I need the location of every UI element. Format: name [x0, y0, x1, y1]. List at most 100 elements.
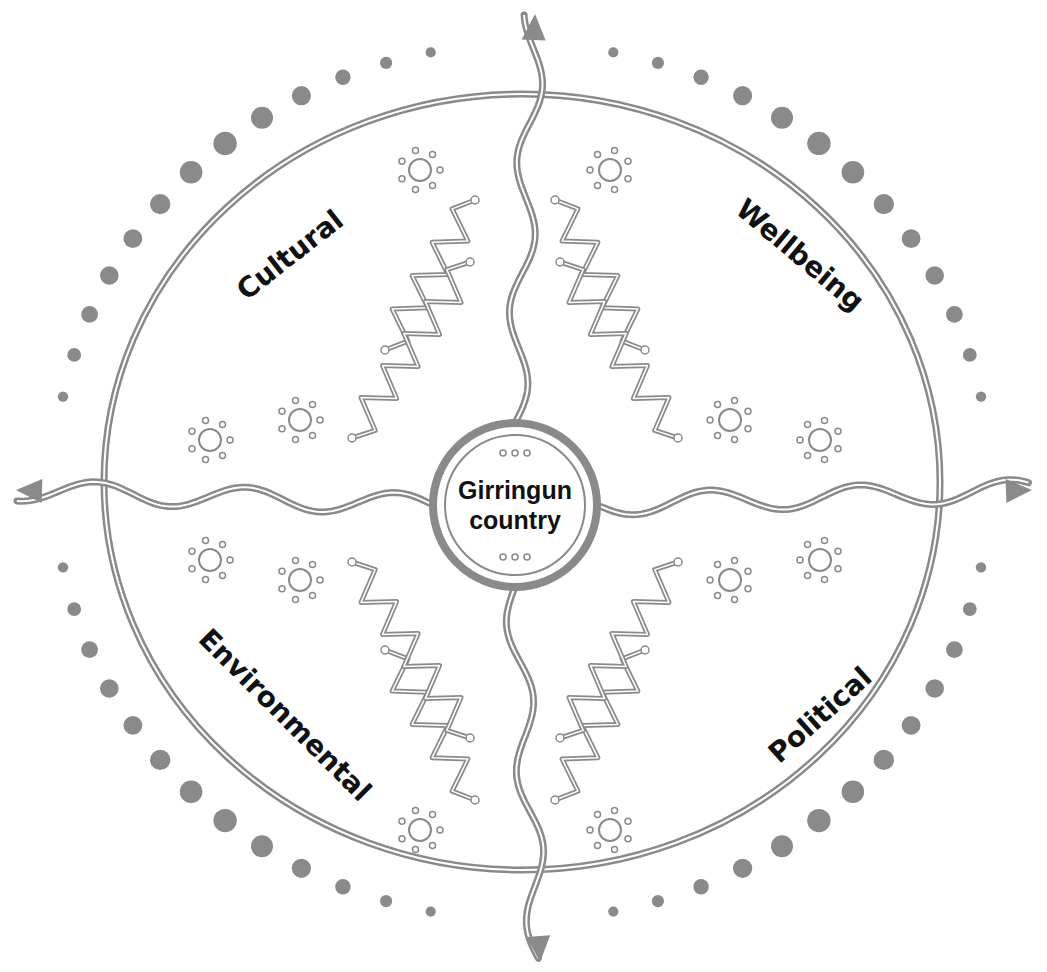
sun-dot: [279, 586, 285, 592]
zigzag-end: [674, 434, 682, 442]
ring-dot: [213, 809, 236, 832]
sun-symbol: [409, 159, 431, 181]
zigzag-line-inner: [385, 650, 475, 800]
ring-dot: [335, 70, 350, 85]
sun-dot: [805, 421, 811, 427]
small-dot: [512, 450, 518, 456]
sun-dot: [822, 538, 828, 544]
ring-dot: [652, 895, 664, 907]
ring-dot: [380, 57, 392, 69]
zigzag-end: [641, 346, 649, 354]
sun-dot: [625, 818, 631, 824]
ring-dot: [213, 132, 236, 155]
ring-dot: [976, 562, 986, 572]
zigzag-end: [551, 196, 559, 204]
ring-dot: [123, 716, 142, 735]
ring-dot: [925, 266, 944, 285]
sun-dot: [612, 847, 618, 853]
quadrant-label: Environmental: [192, 622, 378, 808]
arrow-head: [522, 14, 546, 41]
sun-dot: [189, 446, 195, 452]
zigzag-line: [352, 262, 470, 438]
zigzag-line: [385, 650, 475, 800]
ring-dot: [251, 835, 273, 857]
sun-dot: [220, 541, 226, 547]
sun-dot: [430, 843, 436, 849]
zigzag-line-inner: [555, 200, 645, 350]
sun-dot: [595, 843, 601, 849]
ring-dot: [842, 161, 865, 184]
sun-dot: [310, 561, 316, 567]
sun-dot: [310, 593, 316, 599]
ring-dot: [292, 86, 311, 105]
zigzag-end: [348, 558, 356, 566]
sun-dot: [835, 548, 841, 554]
zigzag-end: [466, 734, 474, 742]
zigzag-line: [560, 262, 678, 438]
arrow-line: [510, 15, 543, 423]
ring-dot: [963, 348, 977, 362]
ring-dot: [902, 229, 921, 248]
sun-dot: [203, 418, 209, 424]
arrow-line: [17, 482, 433, 512]
sun-dot: [625, 836, 631, 842]
ring-dot: [180, 780, 203, 803]
sun-dot: [437, 167, 443, 173]
zigzag-end: [556, 258, 564, 266]
ring-dot: [67, 348, 81, 362]
quadrant-pattern: [189, 148, 479, 463]
sun-dot: [203, 538, 209, 544]
circle-outline: [428, 418, 602, 592]
sun-symbol: [199, 549, 221, 571]
sun-dot: [625, 158, 631, 164]
wavy-arrow: [16, 479, 433, 512]
sun-dot: [715, 593, 721, 599]
zigzag-line: [560, 562, 678, 738]
ring-dot: [771, 107, 793, 129]
sun-dot: [437, 827, 443, 833]
sun-symbol: [719, 409, 741, 431]
sun-dot: [189, 566, 195, 572]
sun-symbol: [289, 409, 311, 431]
ring-dot: [100, 679, 119, 698]
ring-dot: [123, 229, 142, 248]
ring-dot: [380, 895, 392, 907]
small-dot: [500, 554, 506, 560]
sun-dot: [430, 183, 436, 189]
sun-dot: [293, 558, 299, 564]
arrow-line-inner: [597, 480, 1029, 515]
small-dot: [500, 450, 506, 456]
ring-dot: [733, 859, 752, 878]
sun-dot: [220, 421, 226, 427]
zigzag-end: [641, 646, 649, 654]
sun-dot: [293, 398, 299, 404]
arrow-line-inner: [510, 15, 543, 423]
sun-dot: [293, 437, 299, 443]
sun-dot: [745, 426, 751, 432]
quadrant-pattern: [551, 148, 841, 463]
ring-dot: [426, 907, 436, 917]
sun-dot: [430, 811, 436, 817]
sun-dot: [715, 561, 721, 567]
quadrant-pattern: [551, 538, 841, 853]
ring-dot: [963, 602, 977, 616]
small-dot: [524, 450, 530, 456]
zigzag-end: [551, 796, 559, 804]
zigzag-line: [555, 200, 645, 350]
ring-dot: [426, 47, 436, 57]
ring-dot: [251, 107, 273, 129]
zigzag-line-inner: [560, 262, 678, 438]
arrow-line-inner: [17, 482, 433, 512]
sun-symbol: [599, 159, 621, 181]
sun-dot: [732, 398, 738, 404]
sun-dot: [797, 437, 803, 443]
sun-dot: [797, 557, 803, 563]
ring-dot: [652, 57, 664, 69]
sun-dot: [612, 187, 618, 193]
sun-dot: [612, 148, 618, 154]
sun-dot: [835, 428, 841, 434]
sun-dot: [399, 836, 405, 842]
ring-dot: [946, 641, 963, 658]
ring-dot: [807, 132, 830, 155]
